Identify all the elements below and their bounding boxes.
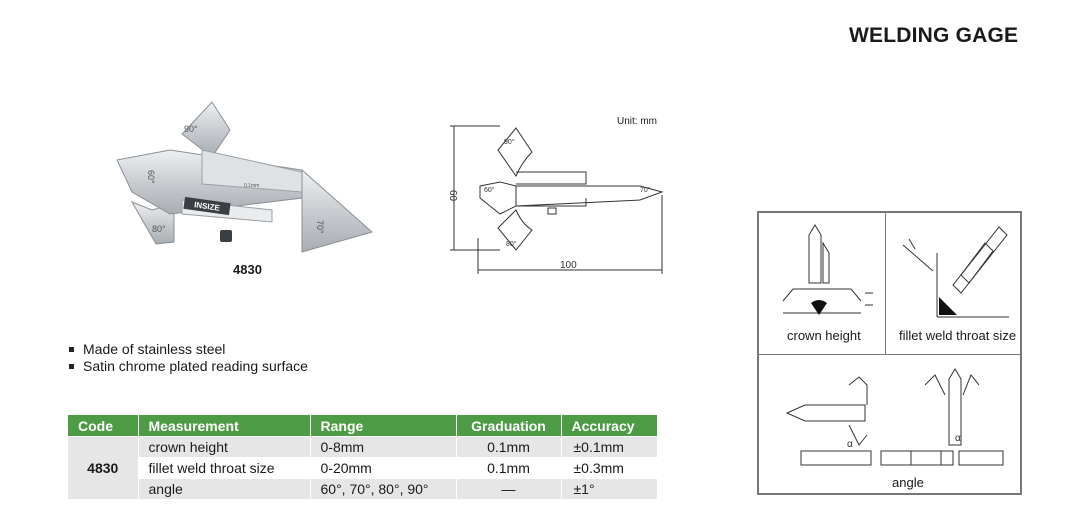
cell-measurement: crown height <box>137 436 310 458</box>
header-measurement: Measurement <box>137 415 310 437</box>
alpha-symbol: α <box>955 433 961 444</box>
brand-logo: INSIZE <box>194 200 221 213</box>
alpha-symbol: α <box>847 439 853 450</box>
drawing-angle-70: 70° <box>640 186 651 194</box>
table-row: angle 60°, 70°, 80°, 90° — ±1° <box>68 478 657 499</box>
header-range: Range <box>309 415 456 437</box>
table-row: fillet weld throat size 0-20mm 0.1mm ±0.… <box>68 457 657 479</box>
cell-graduation: 0.1mm <box>455 436 561 458</box>
photo-mark-80: 80° <box>152 224 166 234</box>
cell-graduation: 0.1mm <box>455 457 561 479</box>
cell-range: 0-8mm <box>309 436 456 458</box>
photo-mark-90: 90° <box>184 124 198 134</box>
header-graduation: Graduation <box>455 415 561 437</box>
diagram-divider <box>885 213 886 354</box>
photo-mark-60: 60° <box>146 170 156 184</box>
cell-accuracy: ±0.1mm <box>560 436 657 458</box>
feature-list: Made of stainless steel Satin chrome pla… <box>68 341 308 375</box>
photo-mark-graduation: 0.1mm <box>244 183 259 189</box>
feature-item: Satin chrome plated reading surface <box>68 358 308 375</box>
drawing-angle-60: 60° <box>484 186 495 194</box>
fillet-weld-illustration <box>902 226 1009 318</box>
angle-illustration: α α <box>785 368 1004 466</box>
header-code: Code <box>68 415 138 437</box>
caption-crown-height: crown height <box>787 328 861 343</box>
code-cell: 4830 <box>68 436 138 499</box>
drawing-angle-80: 80° <box>506 240 517 248</box>
header-accuracy: Accuracy <box>560 415 657 437</box>
cell-measurement: fillet weld throat size <box>137 457 310 479</box>
photo-mark-70: 70° <box>315 220 325 234</box>
product-code: 4830 <box>233 262 262 277</box>
diagram-divider <box>759 354 1020 355</box>
crown-height-illustration <box>782 224 873 315</box>
table-row: 4830 crown height 0-8mm 0.1mm ±0.1mm <box>68 436 657 499</box>
page-title: WELDING GAGE <box>849 24 1019 47</box>
cell-range: 0-20mm <box>309 457 456 479</box>
cell-graduation: — <box>455 478 561 499</box>
cell-accuracy: ±0.3mm <box>560 457 657 479</box>
height-dimension: 60 <box>447 190 458 202</box>
product-photo: INSIZE 90° 80° 60° 70° 0.1mm <box>116 101 374 253</box>
drawing-angle-90: 90° <box>504 138 515 146</box>
usage-diagram: crown height fillet weld throat size α α <box>757 211 1022 495</box>
table-header-row: Code Measurement Range Graduation Accura… <box>68 415 657 437</box>
unit-label: Unit: mm <box>617 116 657 127</box>
cell-measurement: angle <box>137 478 310 499</box>
caption-angle: angle <box>892 475 924 490</box>
cell-range: 60°, 70°, 80°, 90° <box>309 478 456 499</box>
feature-item: Made of stainless steel <box>68 341 308 358</box>
technical-drawing: 60 100 90° 60° 70° 80° <box>447 125 664 274</box>
cell-accuracy: ±1° <box>560 478 657 499</box>
spec-table: Code Measurement Range Graduation Accura… <box>68 415 657 499</box>
caption-fillet-weld: fillet weld throat size <box>899 328 1017 343</box>
length-dimension: 100 <box>560 260 577 271</box>
